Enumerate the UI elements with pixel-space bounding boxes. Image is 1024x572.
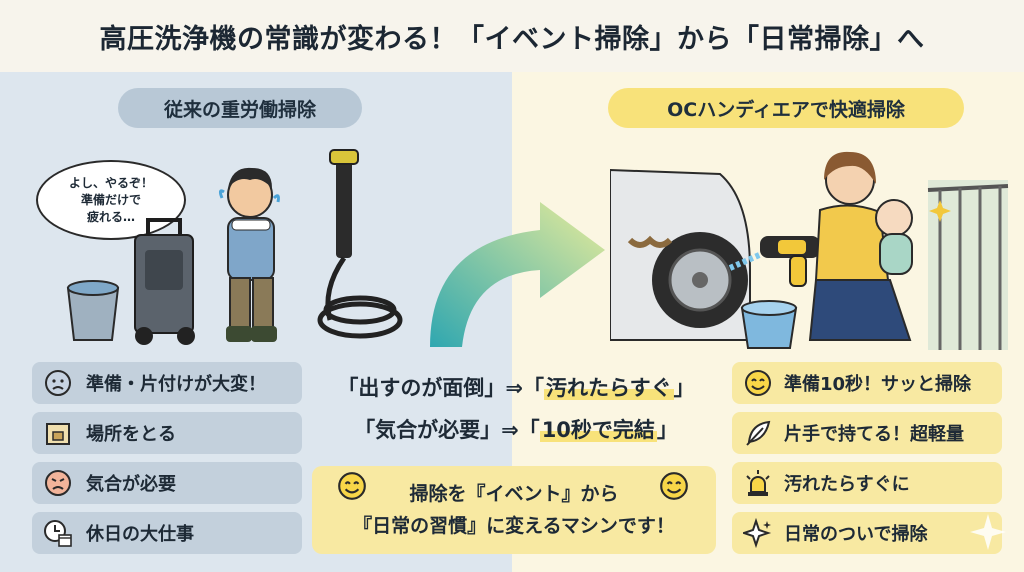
handy-washer-icon [760,236,820,287]
comparison-after-highlight: 汚れたらすぐ [544,376,674,400]
comparison-before: 「気合が必要」⇒「 [354,418,540,442]
sparkle-icon [929,200,951,222]
right-item-label: 日常のついで掃除 [784,524,928,545]
sparkle-icon [970,514,1006,550]
man-figure [218,167,280,342]
right-item-label: 汚れたらすぐに [784,474,910,495]
woman-cleaning-illustration [610,151,1009,350]
tired-man-illustration [66,149,403,345]
comparison-line-2: 「気合が必要」⇒「10秒で完結」 [300,414,732,444]
left-item-label: 気合が必要 [86,474,176,495]
left-item-label: 準備・片付けが大変！ [86,374,266,395]
sparkle-icon [742,517,774,549]
pressure-washer-icon [134,218,195,345]
left-item-space: 場所をとる [32,412,302,454]
comparison-close-bracket: 」 [656,418,678,442]
frustrated-face-icon [42,467,74,499]
hose-icon [317,149,403,339]
page-title: 高圧洗浄機の常識が変わる！「イベント掃除」から「日常掃除」へ [99,23,925,55]
comparison-close-bracket: 」 [673,376,695,400]
car-icon [610,168,751,341]
right-heading: OCハンディエアで快適掃除 [608,88,964,128]
right-item-daily: 日常のついで掃除 [732,512,1002,554]
right-item-label: 準備10秒！サッと掃除 [784,374,972,395]
worried-face-icon [42,367,74,399]
comparison-after-highlight: 10秒で完結 [539,418,657,442]
left-item-holiday: 休日の大仕事 [32,512,302,554]
cta-box: 掃除を『イベント』から 『日常の習慣』に変えるマシンです！ [312,466,716,554]
speech-bubble: よし、やるぞ！ 準備だけで 疲れる… [36,160,186,240]
smiley-icon [338,472,366,500]
cta-line-1: 掃除を『イベント』から [409,483,619,505]
comparison-line-1: 「出すのが面倒」⇒「汚れたらすぐ」 [300,372,732,402]
left-item-motivation: 気合が必要 [32,462,302,504]
right-item-label: 片手で持てる！超軽量 [784,424,964,445]
storage-box-icon [42,417,74,449]
bucket-icon [66,280,120,341]
comparison-before: 「出すのが面倒」⇒「 [337,376,544,400]
transition-arrow-icon [430,202,605,347]
left-item-label: 場所をとる [86,424,176,445]
right-item-light: 片手で持てる！超軽量 [732,412,1002,454]
speech-line: 疲れる… [86,209,135,224]
speech-line: 準備だけで [80,192,141,207]
woman-figure [808,151,912,341]
speech-line: よし、やるぞ！ [68,175,153,190]
blue-bucket-icon [740,300,798,349]
left-heading: 従来の重労働掃除 [118,88,362,128]
left-item-preparation: 準備・片付けが大変！ [32,362,302,404]
baby-figure [875,199,913,275]
alarm-light-icon [742,467,774,499]
right-item-instant: 汚れたらすぐに [732,462,1002,504]
smiley-icon [742,367,774,399]
smiley-icon [660,472,688,500]
feather-icon [742,417,774,449]
right-item-quick: 準備10秒！サッと掃除 [732,362,1002,404]
left-item-label: 休日の大仕事 [86,524,194,545]
cta-line-2: 『日常の習慣』に変えるマシンです！ [353,515,675,537]
clock-calendar-icon [42,517,74,549]
